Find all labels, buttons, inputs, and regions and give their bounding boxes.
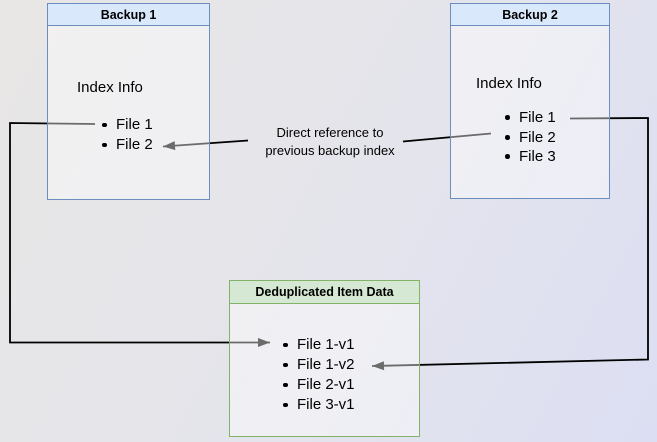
backup1-box: Backup 1 Index Info File 1 File 2 <box>47 3 210 200</box>
backup2-file-item: File 3 <box>503 147 556 167</box>
connector-label: Direct reference to previous backup inde… <box>256 124 404 159</box>
backup2-file-item: File 1 <box>503 108 556 128</box>
backup2-section-label: Index Info <box>476 75 542 92</box>
connector-label-line1: Direct reference to <box>276 125 384 140</box>
dedup-item-list: File 1-v1 File 1-v2 File 2-v1 File 3-v1 <box>281 335 355 415</box>
backup2-box: Backup 2 Index Info File 1 File 2 File 3 <box>450 3 610 199</box>
backup1-file-item: File 1 <box>100 115 153 135</box>
backup1-file-item: File 2 <box>100 135 153 155</box>
dedup-item: File 1-v2 <box>281 355 355 375</box>
dedup-item: File 3-v1 <box>281 395 355 415</box>
dedup-item: File 2-v1 <box>281 375 355 395</box>
backup2-file-item: File 2 <box>503 128 556 148</box>
connector-label-line2: previous backup index <box>265 142 395 158</box>
dedup-item: File 1-v1 <box>281 335 355 355</box>
dedup-box: Deduplicated Item Data File 1-v1 File 1-… <box>229 280 420 437</box>
backup1-file-list: File 1 File 2 <box>100 115 153 155</box>
backup1-section-label: Index Info <box>77 79 143 96</box>
backup2-title: Backup 2 <box>451 4 609 26</box>
dedup-title: Deduplicated Item Data <box>230 281 419 304</box>
backup1-title: Backup 1 <box>48 4 209 26</box>
backup2-file-list: File 1 File 2 File 3 <box>503 108 556 167</box>
